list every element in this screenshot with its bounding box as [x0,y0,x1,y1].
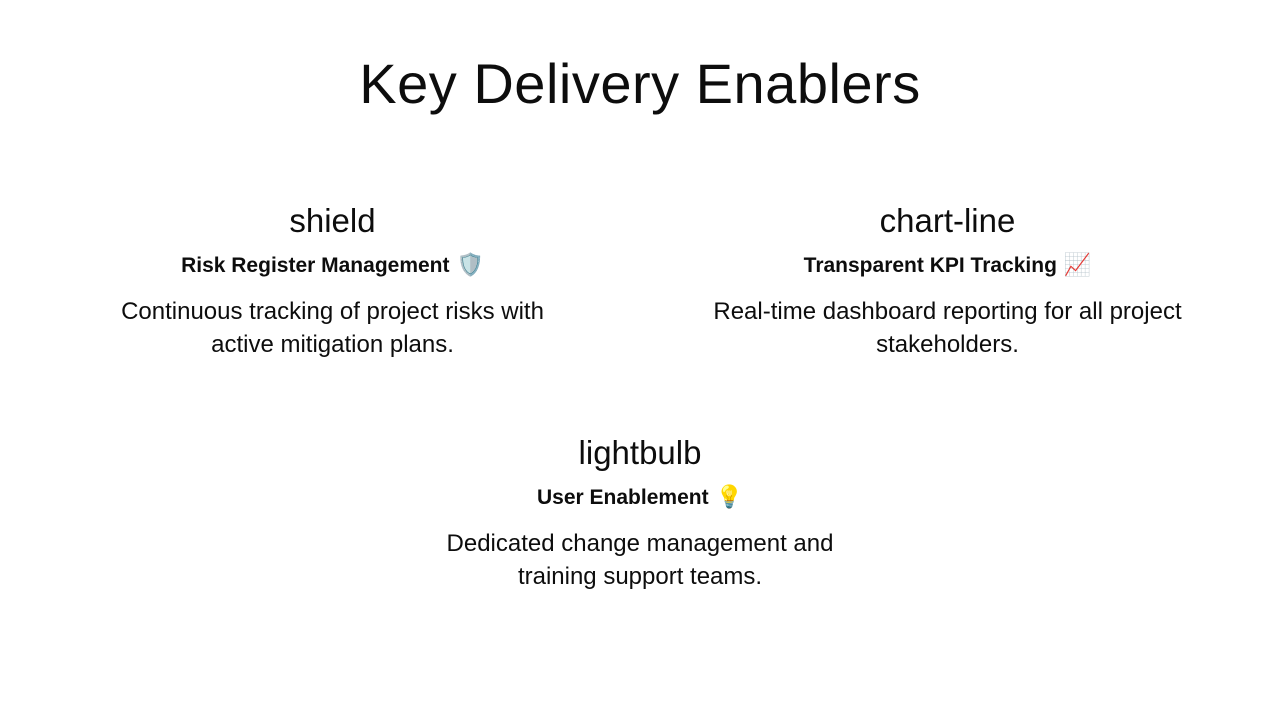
card-heading: Risk Register Management🛡️ [83,251,583,279]
lightbulb-icon: 💡 [715,483,743,509]
card-icon-label: shield [289,202,376,240]
card-user-enablement: lightbulb User Enablement💡 Dedicated cha… [390,433,890,593]
card-description: Continuous tracking of project risks wit… [121,298,544,359]
card-description: Real-time dashboard reporting for all pr… [713,298,1182,359]
card-risk-register: shield Risk Register Management🛡️ Contin… [83,201,583,361]
card-heading-text: User Enablement [537,485,709,509]
card-heading-text: Risk Register Management [181,253,450,277]
slide-title: Key Delivery Enablers [359,52,921,115]
card-kpi-tracking: chart-line Transparent KPI Tracking📈 Rea… [698,201,1198,361]
card-icon-label: lightbulb [578,434,702,472]
card-description: Dedicated change management and training… [446,530,834,591]
enabler-cards: shield Risk Register Management🛡️ Contin… [0,201,1280,593]
card-heading: Transparent KPI Tracking📈 [698,251,1198,279]
card-heading: User Enablement💡 [390,483,890,511]
card-heading-text: Transparent KPI Tracking [803,253,1057,277]
shield-icon: 🛡️ [456,251,484,277]
chart-increasing-icon: 📈 [1063,251,1092,277]
card-icon-label: chart-line [879,202,1016,240]
